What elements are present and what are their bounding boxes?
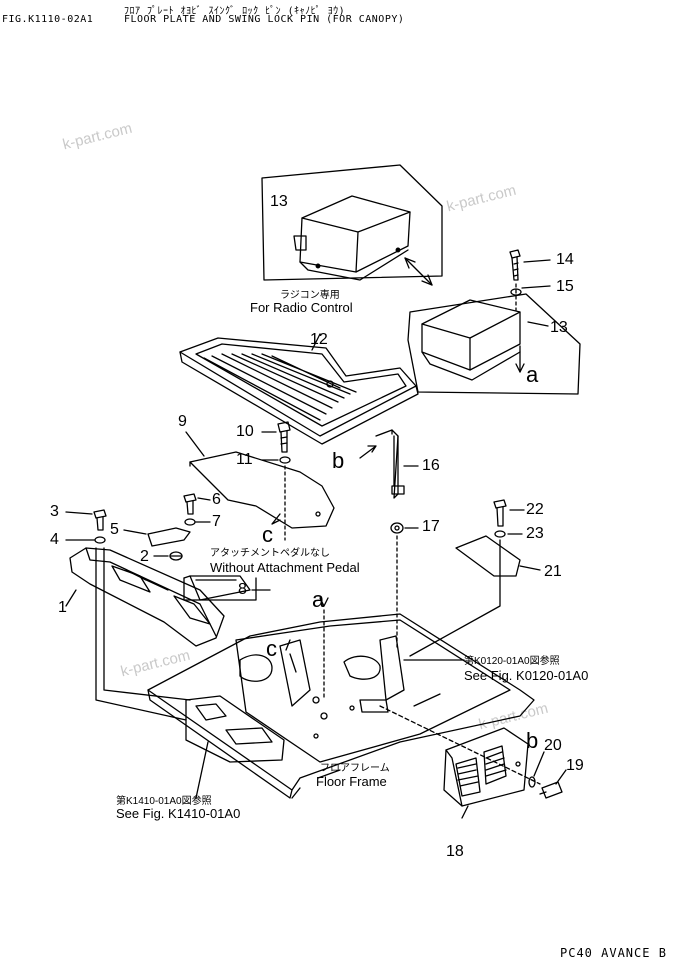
part-number-12: 12 [310,331,328,348]
part-number-13: 13 [270,193,288,210]
ref-letter-c: c [262,522,273,547]
floor-frame-label-en: Floor Frame [316,774,387,789]
radio-control-label-jp: ラジコン専用 [280,290,340,301]
part-number-3: 3 [50,503,59,520]
part-number-2: 2 [140,548,149,565]
radio-control-label-en: For Radio Control [250,300,353,315]
part-number-22: 22 [526,501,544,518]
part-number-6: 6 [212,491,221,508]
part-number-4: 4 [50,531,59,548]
part-number-9: 9 [178,413,187,430]
ref-letter-c: c [266,636,277,661]
part-number-14: 14 [556,251,574,268]
ref-letter-b: b [332,448,345,473]
ref-letter-a: a [526,362,539,387]
figure-id: FIG.K1110-02A1 [2,14,94,25]
bolt-10 [277,421,291,453]
see-fig-k1410-en: See Fig. K1410-01A0 [116,806,241,821]
part-number-8: 8 [238,581,247,598]
part-number-11: 11 [236,451,253,468]
part-number-7: 7 [212,513,221,530]
floor-frame-label-jp: フロアフレーム [320,763,390,774]
cover-1 [69,547,225,647]
radio-control-inset [261,164,443,281]
part-number-16: 16 [422,457,440,474]
ref-letter-b: b [526,728,539,753]
bolt-3 [93,509,107,531]
part-number-1: 1 [58,599,67,616]
header-jp-title: ﾌﾛｱ ﾌﾟﾚｰﾄ ｵﾖﾋﾞ ｽｲﾝｸﾞ ﾛｯｸ ﾋﾟﾝ (ｷｬﾉﾋﾟ ﾖｳ) [124,6,346,17]
bolt-22 [493,499,507,527]
plate-9 [189,451,335,529]
part-number-19: 19 [566,757,584,774]
bolt-6 [183,493,197,515]
floor-plate-12 [179,337,419,445]
lock-pin-16 [375,429,405,499]
part-number-18: 18 [446,843,464,860]
cover-18 [443,727,529,807]
model-footer: PC40 AVANCE B [560,946,667,960]
part-number-17: 17 [422,518,440,535]
part-number-23: 23 [526,525,544,542]
attachment-pedal-label-en: Without Attachment Pedal [210,560,360,575]
part-number-15: 15 [556,278,574,295]
attachment-pedal-label-jp: アタッチメントペダルなし [210,548,330,559]
floor-frame [147,613,535,799]
ref-letter-a: a [312,587,325,612]
part-number-21: 21 [544,563,562,580]
see-fig-k1410-jp: 第K1410-01A0図参照 [116,796,212,807]
part-number-20: 20 [544,737,562,754]
part-number-13: 13 [550,319,568,336]
bolt-14 [509,249,521,281]
see-fig-k0120-en: See Fig. K0120-01A0 [464,668,589,683]
page-title: FLOOR PLATE AND SWING LOCK PIN (FOR CANO… [124,14,405,25]
cover-box-13 [407,293,581,395]
part-number-5: 5 [110,521,119,538]
part-number-10: 10 [236,423,254,440]
see-fig-k0120-jp: 第K0120-01A0図参照 [464,656,560,667]
